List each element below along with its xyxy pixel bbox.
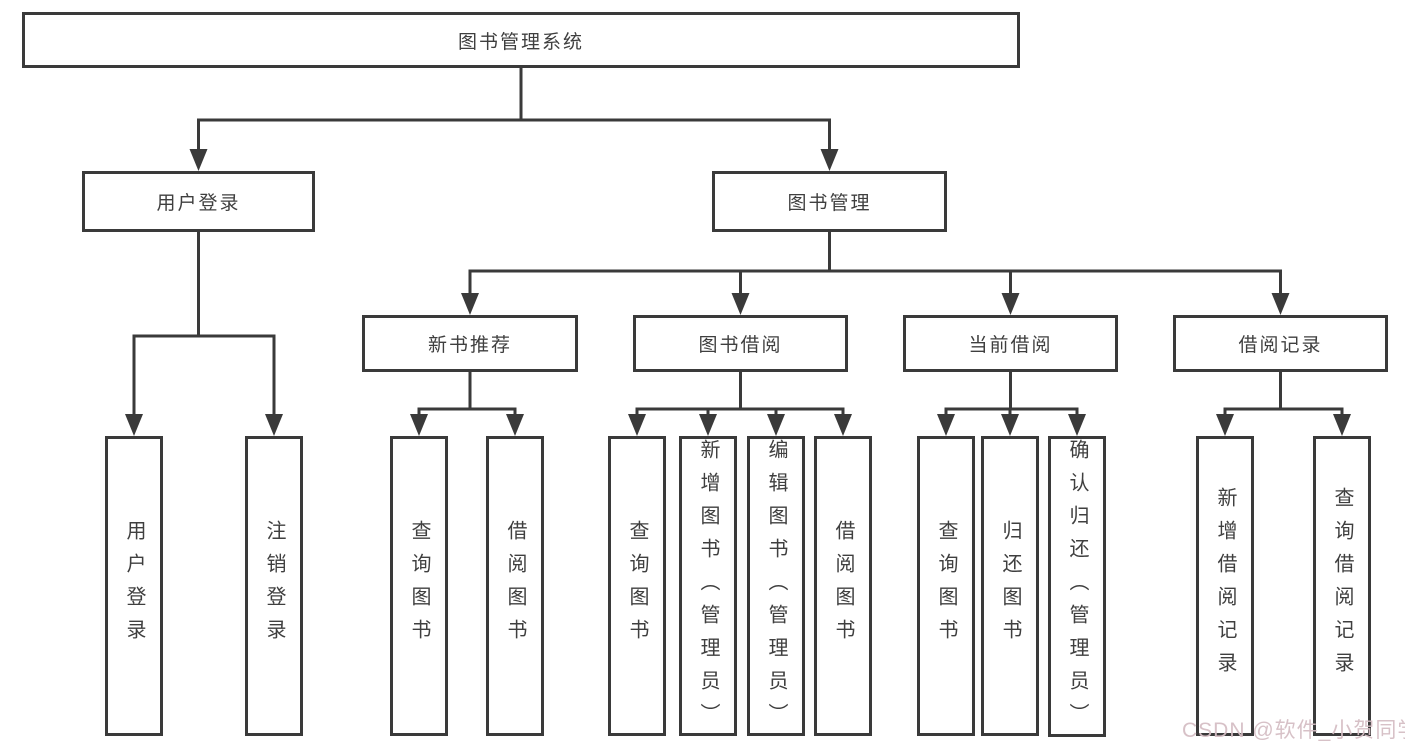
arrow-icon: [189, 149, 208, 171]
arrow-icon: [767, 414, 785, 436]
connector-book-borrowing: [635, 372, 845, 420]
leaf-confirm-return-admin: 确认归还（管理员）: [1048, 436, 1106, 737]
arrow-icon: [1333, 414, 1351, 436]
connector-new-book: [417, 372, 517, 420]
connector-root: [197, 68, 831, 154]
leaf-borrow-books-recommend: 借阅图书: [486, 436, 544, 736]
node-user-login: 用户登录: [82, 171, 315, 232]
node-new-book-recommend: 新书推荐: [362, 315, 578, 372]
node-borrowing-records: 借阅记录: [1173, 315, 1388, 372]
arrow-icon: [628, 414, 646, 436]
arrow-icon: [699, 414, 717, 436]
connector-user-login: [132, 232, 276, 419]
leaf-query-books-borrowing: 查询图书: [608, 436, 666, 736]
arrow-icon: [1216, 414, 1234, 436]
leaf-query-books-recommend: 查询图书: [390, 436, 448, 736]
connector-current-borrowing: [944, 372, 1079, 420]
node-book-management: 图书管理: [712, 171, 947, 232]
arrow-icon: [506, 414, 524, 436]
arrow-icon: [1271, 293, 1290, 315]
arrow-icon: [937, 414, 955, 436]
node-current-borrowing: 当前借阅: [903, 315, 1118, 372]
node-root-system: 图书管理系统: [22, 12, 1020, 68]
arrow-icon: [1001, 414, 1019, 436]
leaf-query-books-current: 查询图书: [917, 436, 975, 736]
csdn-watermark: CSDN @软件_小贺同学: [1182, 719, 1405, 742]
arrow-icon: [731, 293, 750, 315]
arrow-icon: [265, 414, 283, 436]
leaf-logout: 注销登录: [245, 436, 303, 736]
leaf-edit-book-admin: 编辑图书（管理员）: [747, 436, 805, 736]
arrow-icon: [1068, 414, 1086, 436]
node-book-borrowing: 图书借阅: [633, 315, 848, 372]
leaf-return-books: 归还图书: [981, 436, 1039, 736]
leaf-query-borrow-record: 查询借阅记录: [1313, 436, 1371, 736]
connector-book-management: [468, 232, 1282, 299]
arrow-icon: [410, 414, 428, 436]
arrow-icon: [461, 293, 479, 315]
arrow-icon: [1001, 293, 1020, 315]
arrow-icon: [820, 149, 839, 171]
leaf-borrow-books: 借阅图书: [814, 436, 872, 736]
leaf-add-book-admin: 新增图书（管理员）: [679, 436, 737, 736]
leaf-user-login: 用户登录: [105, 436, 163, 736]
arrow-icon: [834, 414, 852, 436]
leaf-add-borrow-record: 新增借阅记录: [1196, 436, 1254, 736]
connector-borrowing-records: [1223, 372, 1344, 420]
arrow-icon: [125, 414, 143, 436]
